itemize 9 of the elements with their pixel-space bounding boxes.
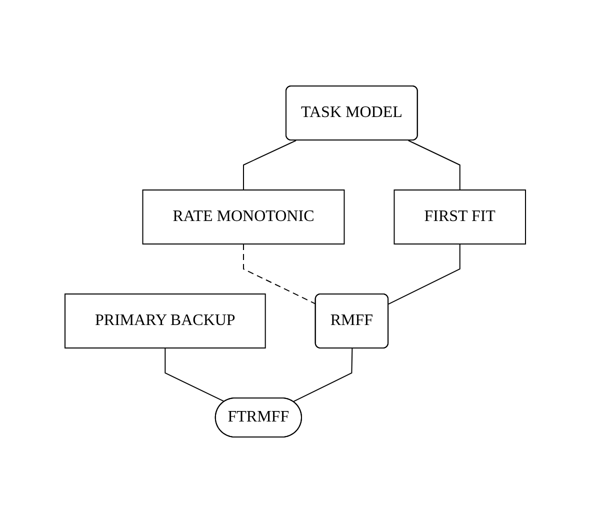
node-box: PRIMARY BACKUP — [64, 294, 266, 348]
node-box: RATE MONOTONIC — [142, 190, 345, 244]
connector — [243, 244, 317, 305]
connector — [292, 348, 353, 402]
node-box: FIRST FIT — [394, 190, 526, 244]
connector — [164, 348, 226, 402]
connector — [243, 140, 297, 190]
connector — [408, 140, 461, 190]
connector — [388, 244, 461, 305]
